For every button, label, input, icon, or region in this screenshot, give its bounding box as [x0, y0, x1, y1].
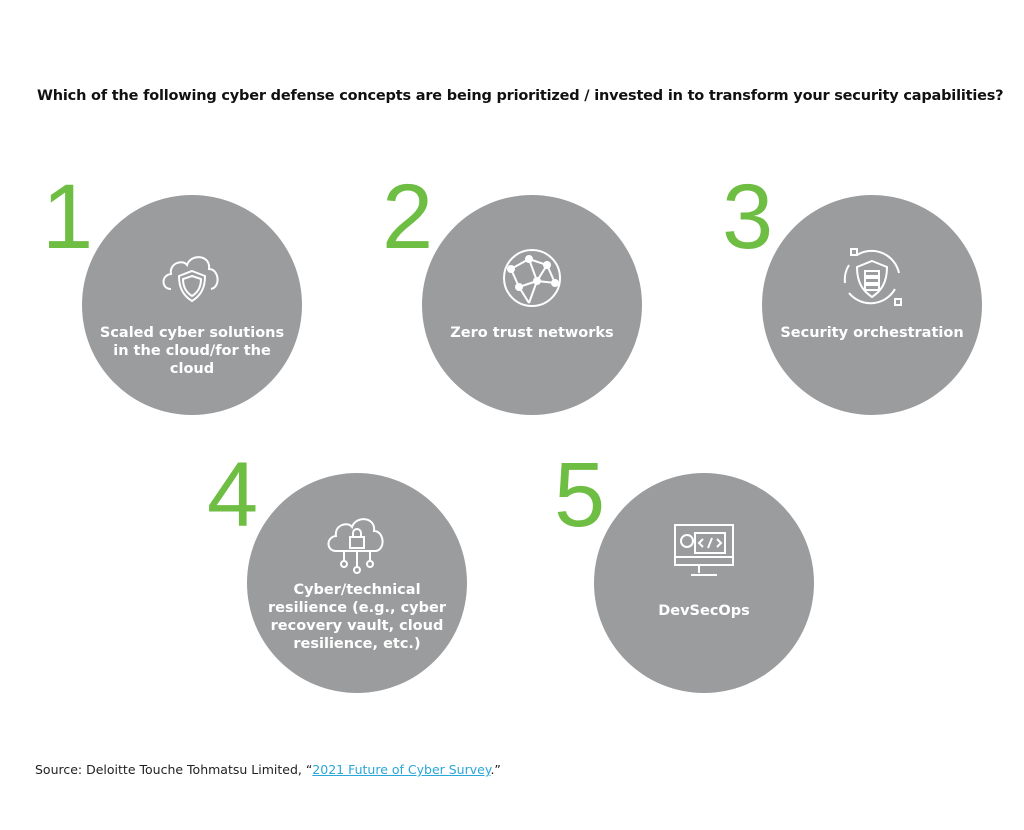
item-label: Cyber/technical resilience (e.g., cyber …	[268, 582, 446, 652]
item-4: 4 Cyber/technical resilience (e.g., cybe…	[207, 449, 467, 693]
cloud-lock-icon	[327, 518, 384, 574]
item-number: 3	[722, 166, 774, 268]
circle	[82, 195, 302, 415]
shield-server-icon	[843, 248, 902, 306]
source-link[interactable]: 2021 Future of Cyber Survey	[312, 762, 491, 777]
question-title: Which of the following cyber defense con…	[37, 88, 1004, 104]
item-number: 4	[207, 444, 259, 546]
network-globe-icon	[503, 249, 561, 307]
item-5: 5 DevSecOps	[554, 449, 814, 693]
item-2: 2 Zero trust networks	[382, 171, 642, 415]
circle	[762, 195, 982, 415]
cloud-shield-icon	[162, 256, 219, 303]
item-number: 1	[42, 166, 94, 268]
item-label: Scaled cyber solutions in the cloud/for …	[99, 325, 285, 377]
source-prefix: Source: Deloitte Touche Tohmatsu Limited…	[35, 762, 313, 777]
item-3: 3 Security orchestration	[722, 171, 982, 415]
item-label: Zero trust networks	[450, 325, 614, 341]
monitor-code-icon	[674, 524, 734, 576]
item-number: 2	[382, 166, 434, 268]
item-label: Security orchestration	[780, 325, 964, 341]
item-1: 1 Scaled cyber solutions in the cloud/fo…	[42, 171, 302, 415]
item-label: DevSecOps	[658, 603, 750, 619]
circle	[247, 473, 467, 693]
source-note: Source: Deloitte Touche Tohmatsu Limited…	[35, 762, 501, 777]
circle	[594, 473, 814, 693]
source-suffix: .”	[490, 762, 501, 777]
item-number: 5	[554, 444, 606, 546]
